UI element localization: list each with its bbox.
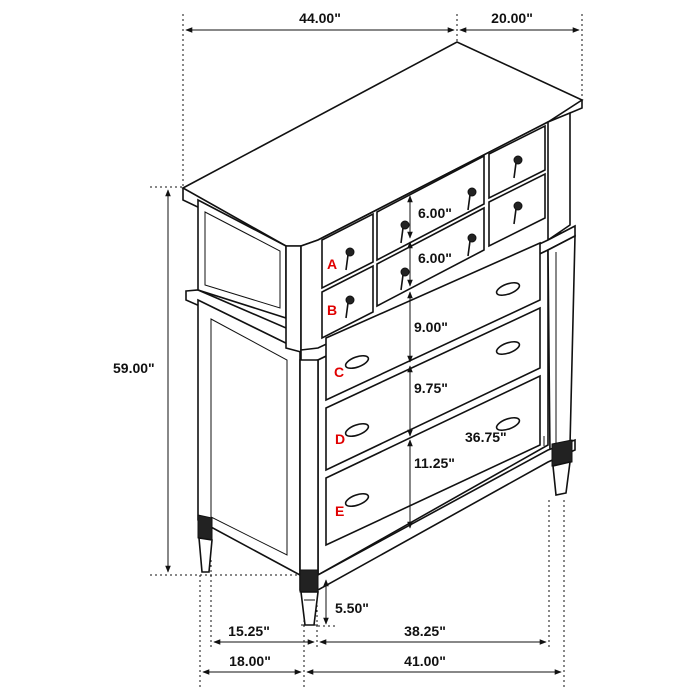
leg-height-label: 5.50" [335,600,369,616]
drawer-label-e: E [335,503,344,519]
drawer-label-b: B [327,302,337,318]
drawer-label-d: D [335,431,345,447]
dimension-height: 59.00" [113,189,171,573]
dimension-top-width: 44.00" [185,10,455,33]
dimension-bottom: 15.25" 38.25" 18.00" 41.00" [202,623,562,675]
drawer-d-label: 9.75" [414,380,448,396]
side-outer-label: 18.00" [229,653,271,669]
drawer-labels: A B C D E [327,256,345,519]
drawer-pulls [344,281,521,508]
drawer-e-label: 11.25" [414,455,455,471]
front-outer-label: 41.00" [404,653,446,669]
top-width-label: 44.00" [299,10,341,26]
side-inner-label: 15.25" [228,623,270,639]
small-drawer-hardware [345,155,523,319]
inner-width-label: 36.75" [465,429,507,445]
chest-drawing [181,41,584,626]
top-depth-label: 20.00" [491,10,533,26]
small-drawer-1-label: 6.00" [418,205,452,221]
drawer-c-label: 9.00" [414,319,448,335]
drawer-label-c: C [334,364,344,380]
front-inner-label: 38.25" [404,623,446,639]
drawer-height-dims: 6.00" 6.00" 9.00" 9.75" 11.25" 36.75" [407,195,545,529]
height-label: 59.00" [113,360,155,376]
small-drawer-2-label: 6.00" [418,250,452,266]
dimension-leg-height: 5.50" [323,579,369,625]
drawer-label-a: A [327,256,337,272]
dimension-top-depth: 20.00" [459,10,580,33]
